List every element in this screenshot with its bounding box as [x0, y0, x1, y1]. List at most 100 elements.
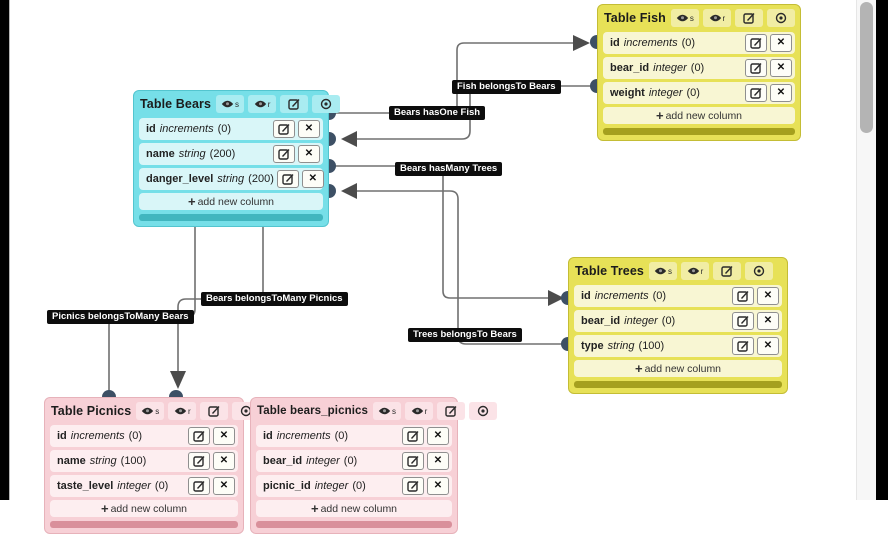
add-new-column-button[interactable]: +add new column [574, 360, 782, 377]
column-name: picnic_id [263, 480, 311, 492]
header-target-button-3[interactable] [312, 95, 341, 113]
icon-suffix: r [722, 13, 726, 23]
header-target-button-3[interactable] [766, 9, 795, 27]
edit-icon [193, 431, 205, 442]
column-name: name [57, 455, 86, 467]
delete-column-button[interactable]: ✕ [301, 170, 324, 188]
header-eye-button-r[interactable]: r [405, 402, 433, 420]
header-edit-button-2[interactable] [200, 402, 229, 420]
edit-icon [743, 13, 755, 24]
edit-icon [278, 149, 290, 160]
edit-column-button[interactable] [745, 34, 767, 52]
edit-column-button[interactable] [745, 59, 767, 77]
relationship-label-bears-belongstomany-picnics[interactable]: Bears belongsToMany Picnics [201, 292, 348, 307]
edit-column-button[interactable] [402, 452, 424, 470]
relationship-label-bears-hasone-fish[interactable]: Bears hasOne Fish [389, 106, 486, 121]
eye-icon [174, 407, 187, 415]
header-eye-button-r[interactable]: r [248, 95, 277, 113]
delete-column-button[interactable]: ✕ [427, 477, 449, 495]
header-target-button-3[interactable] [469, 402, 497, 420]
delete-column-button[interactable]: ✕ [757, 312, 779, 330]
column-size: (200) [209, 148, 236, 160]
column-size: (100) [638, 340, 665, 352]
scrollbar-thumb[interactable] [860, 2, 873, 133]
header-edit-button-2[interactable] [437, 402, 465, 420]
close-icon: ✕ [219, 455, 229, 466]
edit-icon [737, 291, 749, 302]
header-target-button-3[interactable] [744, 262, 773, 280]
delete-column-button[interactable]: ✕ [770, 59, 792, 77]
delete-column-button[interactable]: ✕ [427, 452, 449, 470]
header-edit-button-2[interactable] [734, 9, 763, 27]
delete-column-button[interactable]: ✕ [213, 477, 235, 495]
edit-column-button[interactable] [402, 477, 424, 495]
delete-column-button[interactable]: ✕ [757, 287, 779, 305]
column-name: id [57, 430, 67, 442]
delete-column-button[interactable]: ✕ [298, 120, 320, 138]
edit-icon [407, 481, 419, 492]
delete-column-button[interactable]: ✕ [213, 452, 235, 470]
edit-icon [208, 406, 220, 417]
edit-column-button[interactable] [732, 337, 754, 355]
eye-icon [709, 14, 721, 22]
edit-column-button[interactable] [745, 84, 767, 102]
icon-suffix: r [700, 266, 704, 276]
relationship-label-trees-belongsto-bears[interactable]: Trees belongsTo Bears [408, 328, 522, 343]
close-icon: ✕ [304, 123, 314, 134]
edit-column-button[interactable] [273, 145, 295, 163]
add-new-column-button[interactable]: +add new column [256, 500, 452, 517]
relationship-label-bears-hasmany-trees[interactable]: Bears hasMany Trees [395, 162, 503, 177]
table-footer-bar [139, 214, 323, 221]
edit-column-button[interactable] [276, 170, 299, 188]
add-new-column-button[interactable]: +add new column [139, 193, 323, 210]
edit-column-button[interactable] [732, 312, 754, 330]
edit-icon [407, 456, 419, 467]
table-title: Table Bears [140, 97, 212, 111]
header-edit-button-2[interactable] [712, 262, 741, 280]
edit-column-button[interactable] [402, 427, 424, 445]
delete-column-button[interactable]: ✕ [298, 145, 320, 163]
close-icon: ✕ [763, 290, 773, 301]
edit-column-button[interactable] [188, 477, 210, 495]
relationship-label-picnics-belongstomany-bears[interactable]: Picnics belongsToMany Bears [47, 310, 194, 325]
icon-suffix: s [689, 13, 694, 23]
header-edit-button-2[interactable] [280, 95, 309, 113]
delete-column-button[interactable]: ✕ [213, 427, 235, 445]
icon-suffix: r [267, 99, 271, 109]
header-eye-button-r[interactable]: r [680, 262, 709, 280]
close-icon: ✕ [304, 148, 314, 159]
header-eye-button-s[interactable]: s [216, 95, 245, 113]
column-type: string [178, 148, 206, 160]
edit-column-button[interactable] [188, 452, 210, 470]
header-eye-button-r[interactable]: r [168, 402, 197, 420]
column-name: danger_level [146, 173, 214, 185]
delete-column-button[interactable]: ✕ [427, 427, 449, 445]
delete-column-button[interactable]: ✕ [770, 34, 792, 52]
add-new-column-button[interactable]: +add new column [603, 107, 795, 124]
header-eye-button-r[interactable]: r [702, 9, 731, 27]
relationship-label-fish-belongsto-bears[interactable]: Fish belongsTo Bears [452, 80, 561, 95]
edit-column-button[interactable] [732, 287, 754, 305]
edit-column-button[interactable] [273, 120, 295, 138]
delete-column-button[interactable]: ✕ [757, 337, 779, 355]
column-type: integer [314, 480, 349, 492]
edit-column-button[interactable] [188, 427, 210, 445]
add-new-column-button[interactable]: +add new column [50, 500, 238, 517]
header-eye-button-s[interactable]: s [670, 9, 699, 27]
header-eye-button-s[interactable]: s [373, 402, 401, 420]
column-size: (0) [352, 480, 366, 492]
header-eye-button-s[interactable]: s [648, 262, 677, 280]
header-eye-button-s[interactable]: s [136, 402, 165, 420]
delete-column-button[interactable]: ✕ [770, 84, 792, 102]
column-name: taste_level [57, 480, 114, 492]
